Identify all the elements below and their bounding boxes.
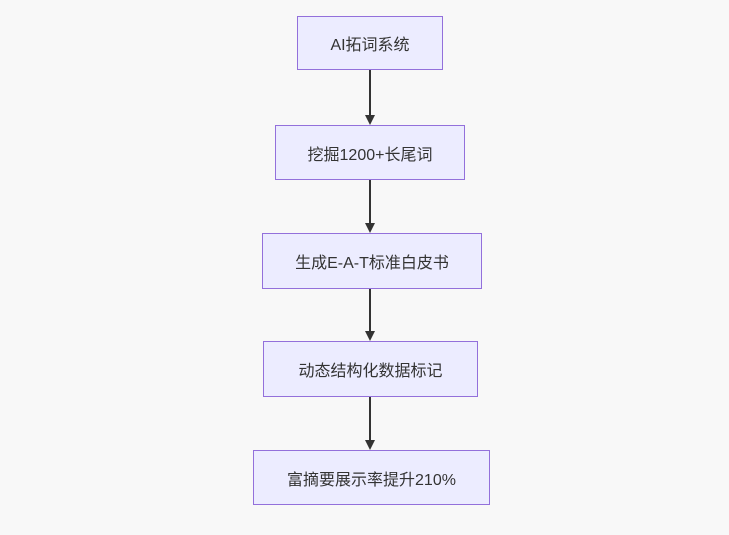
flow-node-label: 富摘要展示率提升210%	[287, 471, 456, 489]
flow-arrow-2	[364, 180, 376, 233]
flow-node-longtail-mining: 挖掘1200+长尾词	[275, 125, 465, 180]
arrow-down-icon	[365, 331, 375, 341]
arrow-down-icon	[365, 440, 375, 450]
flow-node-label: AI拓词系统	[330, 37, 410, 54]
flow-node-eat-whitepaper: 生成E-A-T标准白皮书	[262, 233, 482, 289]
flow-arrow-4	[364, 397, 376, 450]
flow-arrow-3	[364, 289, 376, 341]
flow-node-structured-data-markup: 动态结构化数据标记	[263, 341, 478, 397]
arrow-line	[369, 289, 371, 332]
flow-node-label: 动态结构化数据标记	[298, 363, 443, 380]
arrow-line	[369, 70, 371, 116]
flow-node-label: 生成E-A-T标准白皮书	[295, 255, 449, 272]
arrow-down-icon	[365, 115, 375, 125]
arrow-line	[369, 397, 371, 441]
flow-node-ai-word-expansion: AI拓词系统	[297, 16, 443, 70]
arrow-line	[369, 180, 371, 224]
arrow-down-icon	[365, 223, 375, 233]
flow-node-label: 挖掘1200+长尾词	[307, 146, 433, 164]
flow-node-rich-snippet-result: 富摘要展示率提升210%	[253, 450, 490, 505]
flow-arrow-1	[364, 70, 376, 125]
